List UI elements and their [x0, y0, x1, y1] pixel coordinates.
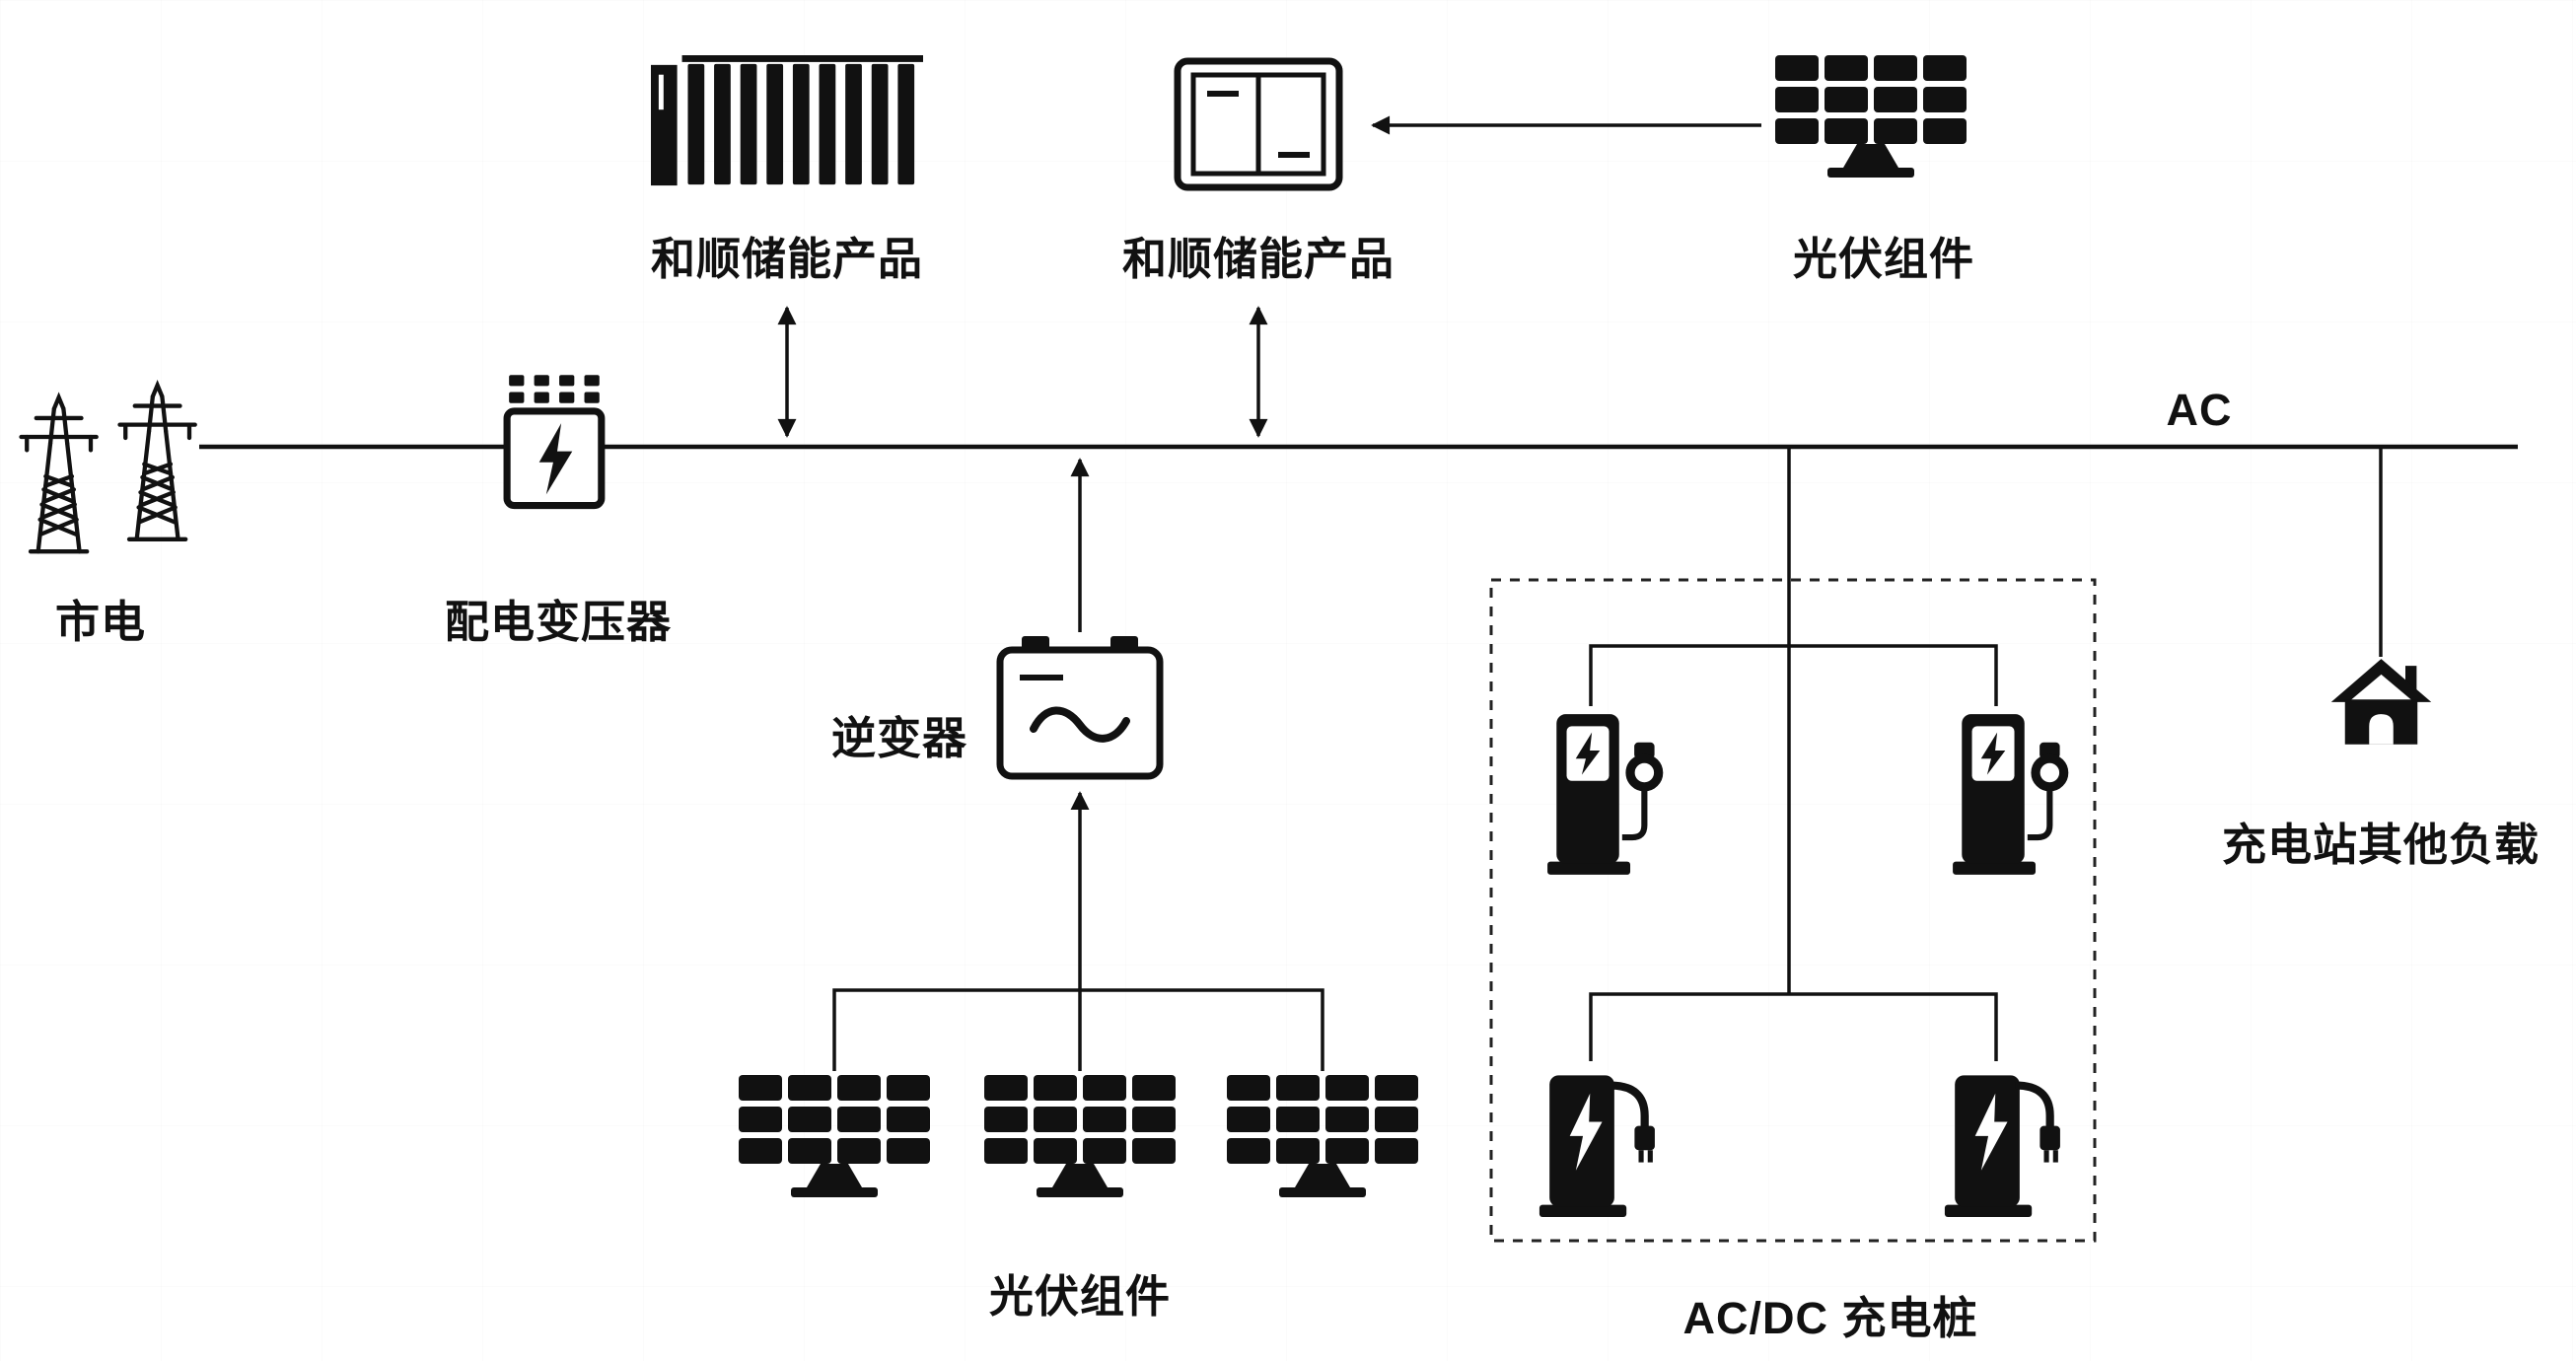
pv-bottom-label: 光伏组件: [988, 1271, 1172, 1322]
inverter-label: 逆变器: [830, 713, 968, 763]
pv-panel-bottom-1-icon: [736, 1075, 933, 1213]
pv-panel-top-icon: [1770, 55, 1971, 193]
battery-storage-container-icon: [651, 55, 923, 191]
utility-label: 市电: [54, 597, 147, 647]
ac-chargers-branch: [1589, 644, 1998, 706]
storage-cabinet-icon: [1174, 57, 1343, 191]
storage-container-label: 和顺储能产品: [650, 234, 924, 284]
pv-panel-bottom-3-icon: [1224, 1075, 1421, 1213]
other-loads-label: 充电站其他负载: [2221, 820, 2540, 870]
transmission-tower-icon: [12, 373, 209, 560]
charging-piles-group-box: [1489, 578, 2097, 1243]
house-icon: [2329, 659, 2433, 751]
pv-top-label: 光伏组件: [1792, 234, 1975, 284]
pv-panel-bottom-2-icon: [981, 1075, 1179, 1213]
dc-charger-1-icon: [1538, 1063, 1662, 1217]
inverter-icon: [996, 636, 1164, 780]
dc-charger-2-icon: [1944, 1063, 2067, 1217]
dc-chargers-branch: [1589, 992, 1998, 1061]
ac-charger-2-icon: [1952, 708, 2075, 878]
ac-bus-label: AC: [2166, 385, 2233, 435]
ac-charger-1-icon: [1546, 708, 1670, 878]
charging-piles-label: AC/DC 充电桩: [1682, 1293, 1978, 1343]
transformer-icon: [501, 375, 611, 516]
storage-cabinet-label: 和顺储能产品: [1121, 234, 1395, 284]
transformer-label: 配电变压器: [444, 597, 673, 647]
